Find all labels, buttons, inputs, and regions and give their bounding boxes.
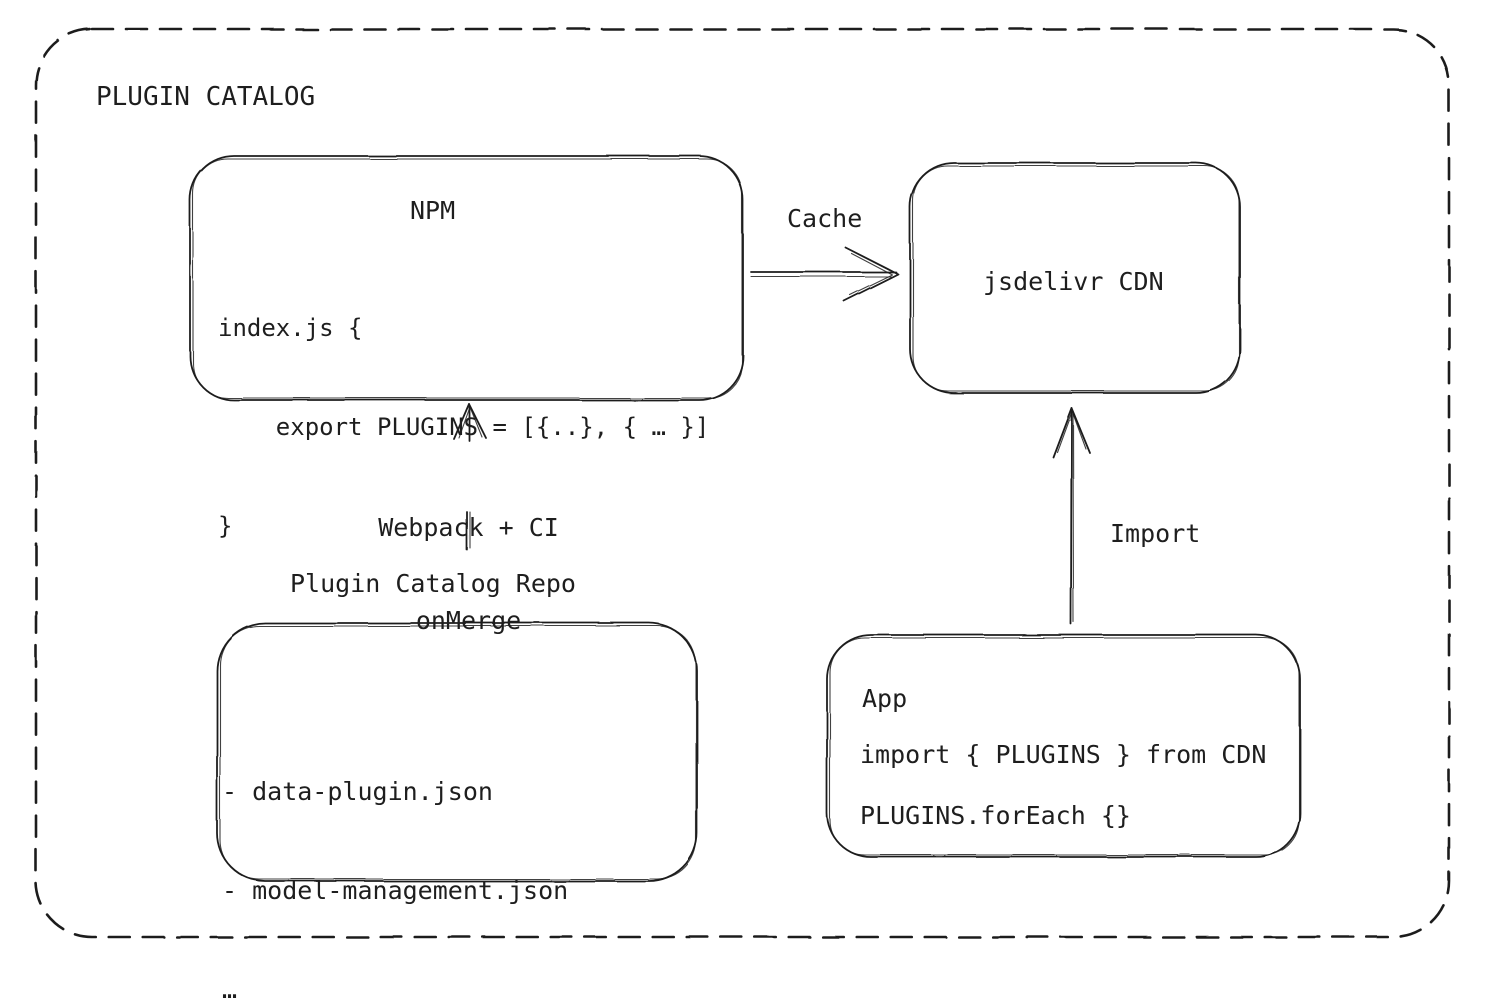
app-box-title: App (862, 684, 908, 713)
npm-box (189, 155, 744, 401)
cdn-box (909, 162, 1241, 394)
code-line: } (218, 512, 233, 540)
cache-arrow (750, 246, 899, 302)
import-arrow (1052, 407, 1091, 625)
app-code-import-line: import { PLUGINS } from CDN (860, 740, 1267, 769)
build-arrow-label-line: onMerge (415, 606, 522, 635)
build-arrow (453, 403, 487, 551)
repo-box (216, 622, 698, 882)
repo-file-item: … (222, 975, 238, 1002)
app-code-foreach-line: PLUGINS.forEach {} (860, 801, 1131, 830)
cdn-box-label: jsdelivr CDN (983, 267, 1164, 296)
repo-box-title: Plugin Catalog Repo (290, 569, 576, 598)
catalog-boundary (34, 27, 1451, 939)
repo-file-list: - data-plugin.json - model-management.js… (222, 709, 568, 1002)
code-line: export PLUGINS = [{..}, { … }] (218, 413, 710, 441)
cache-arrow-label: Cache (787, 204, 863, 233)
repo-file-item: - model-management.json (222, 876, 569, 905)
import-arrow-label: Import (1110, 519, 1201, 548)
npm-code-block: index.js { export PLUGINS = [{..}, { … }… (218, 246, 709, 609)
catalog-title: PLUGIN CATALOG (96, 82, 316, 112)
npm-box-title: NPM (410, 196, 456, 225)
code-line: index.js { (218, 314, 363, 342)
repo-file-item: - data-plugin.json (222, 777, 493, 806)
app-box (826, 634, 1301, 858)
build-arrow-label-line: Webpack + CI (378, 513, 559, 542)
build-arrow-label: Webpack + CI onMerge (330, 450, 607, 698)
